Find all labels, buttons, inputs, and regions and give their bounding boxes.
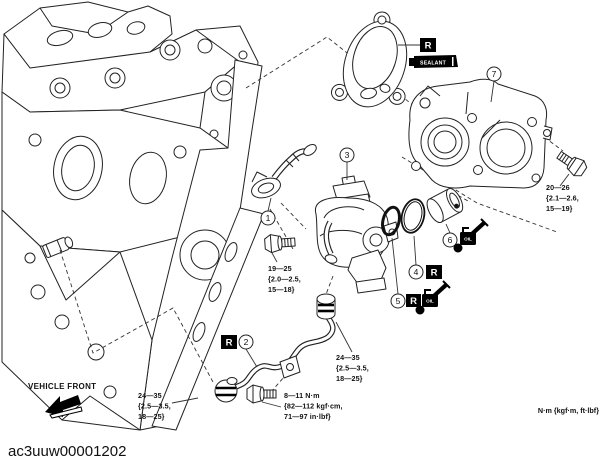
spec-housing-line1: 20—26 [546, 183, 570, 192]
spec-pipe-right-line1: 24—35 [336, 353, 360, 362]
torque-spec-pipe-nut-left: 24—35 {2.5—3.5, 18—25} [138, 391, 171, 421]
oil-marker-oring: OIL [415, 280, 451, 315]
pump-tappet-drawing [426, 188, 464, 224]
torque-spec-pipe-nut-right: 24—35 {2.5—3.5, 18—25} [336, 353, 369, 383]
callout-2: 2 [238, 334, 254, 350]
replace-letter: R [425, 41, 432, 52]
oil-marker-tappet: OIL [453, 218, 489, 253]
sealant-label: SEALANT [420, 61, 447, 67]
figure-code: ac3uuw00001202 [8, 443, 126, 460]
callout-4-number: 4 [414, 267, 419, 277]
torque-spec-pipe-bracket-bolt: 8—11 N·m {82—112 kgf·cm, 71—97 in·lbf} [284, 391, 343, 421]
torque-spec-housing-bolt: 20—26 {2.1—2.6, 15—19} [546, 183, 579, 213]
replace-marker-pipe: R [221, 335, 237, 349]
o-ring-small-drawing [381, 205, 401, 237]
oil-label: OIL [426, 299, 434, 304]
replace-letter: R [431, 268, 438, 279]
spec-pipe-left-line1: 24—35 [138, 391, 162, 400]
gasket-drawing [330, 11, 408, 108]
spec-pump-line3: 15—18} [268, 285, 295, 294]
spec-pipe-left-line3: 18—25} [138, 412, 165, 421]
housing-bolt-drawing [556, 150, 588, 177]
engine-block-drawing [1, 1, 265, 431]
replace-letter: R [226, 338, 233, 349]
callout-5-number: 5 [396, 296, 401, 306]
replace-letter: R [410, 296, 417, 307]
replace-marker-gasket: R [420, 38, 436, 52]
spec-pipe-bolt-line1: 8—11 N·m [284, 391, 320, 400]
callout-2-number: 2 [244, 337, 249, 347]
fuel-hose-drawing [251, 144, 317, 199]
callout-7: 7 [486, 66, 502, 82]
spec-pump-line2: {2.0—2.5, [268, 275, 301, 284]
vehicle-front-arrow-icon [45, 395, 83, 419]
spec-housing-line3: 15—19} [546, 204, 573, 213]
replace-marker-oring-large: R [426, 265, 442, 279]
pump-bolt-drawing [264, 234, 296, 254]
spec-pipe-bolt-line2: {82—112 kgf·cm, [284, 402, 343, 411]
callout-7-number: 7 [492, 69, 497, 79]
spec-pipe-bolt-line3: 71—97 in·lbf} [284, 412, 331, 421]
replace-marker-oring-small: R [406, 294, 421, 307]
callout-6-number: 6 [448, 235, 453, 245]
torque-spec-pump-bolt: 19—25 {2.0—2.5, 15—18} [268, 264, 301, 294]
callout-3: 3 [339, 147, 355, 163]
callout-1-number: 1 [266, 213, 271, 223]
callout-3-number: 3 [345, 150, 350, 160]
spec-pipe-left-line2: {2.5—3.5, [138, 402, 171, 411]
fuel-pipe-drawing [214, 293, 336, 403]
torque-units-note: N·m {kgf·m, ft·lbf} [538, 406, 599, 415]
oil-label: OIL [464, 237, 472, 242]
callout-4: 4 [408, 264, 424, 280]
spec-housing-line2: {2.1—2.6, [546, 194, 579, 203]
o-ring-large-drawing [400, 198, 426, 234]
pump-housing-drawing [408, 78, 553, 189]
callout-1: 1 [260, 210, 276, 226]
spec-pipe-right-line3: 18—25} [336, 374, 363, 383]
sealant-marker: SEALANT [409, 55, 458, 68]
callout-6: 6 [442, 232, 458, 248]
callout-5: 5 [390, 293, 406, 309]
pipe-bracket-bolt-drawing [246, 384, 277, 404]
vehicle-front-label: VEHICLE FRONT [28, 382, 96, 391]
spec-pump-line1: 19—25 [268, 264, 292, 273]
spec-pipe-right-line2: {2.5—3.5, [336, 364, 369, 373]
